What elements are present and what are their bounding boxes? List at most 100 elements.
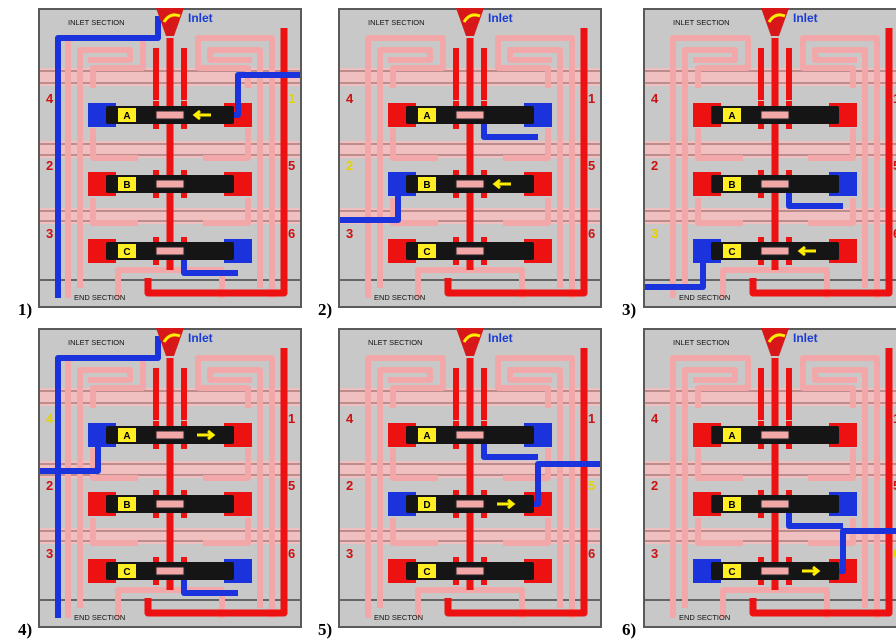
port-number-right: 6 (288, 546, 295, 561)
step-number-label: 5) (318, 620, 332, 640)
valve-label: A (728, 111, 735, 122)
inlet-section-label: INLET SECTION (673, 338, 730, 347)
valve-spool (761, 500, 789, 508)
valve-label: C (423, 567, 430, 578)
valve-spool (156, 247, 184, 255)
port-number-right: 1 (588, 91, 595, 106)
valve-label: B (728, 500, 735, 511)
step-number-label: 1) (18, 300, 32, 320)
port-number-right: 1 (288, 91, 295, 106)
port-number-right: 5 (588, 478, 595, 493)
port-number-right: 5 (288, 158, 295, 173)
port-number-right: 6 (588, 546, 595, 561)
port-number-left: 2 (46, 158, 53, 173)
port-number-left: 4 (651, 91, 659, 106)
end-section-label: END SECTION (74, 613, 125, 622)
valve-label: B (123, 500, 130, 511)
inlet-section-label: INLET SECTION (673, 18, 730, 27)
valve-spool (156, 431, 184, 439)
port-number-left: 3 (651, 546, 658, 561)
port-number-left: 3 (346, 226, 353, 241)
port-number-left: 2 (651, 478, 658, 493)
valve-spool (456, 247, 484, 255)
end-section-label: END SECTION (374, 293, 425, 302)
port-number-left: 4 (346, 411, 354, 426)
valve-spool (456, 567, 484, 575)
port-number-left: 3 (46, 546, 53, 561)
port-number-left: 2 (346, 478, 353, 493)
panel-step-2: A B C InletINLET SECTION END SECTION 4 2 3 1 5 6 (338, 8, 602, 308)
port-number-left: 4 (346, 91, 354, 106)
inlet-section-label: INLET SECTION (68, 18, 125, 27)
port-number-left: 3 (346, 546, 353, 561)
port-number-left: 2 (46, 478, 53, 493)
valve-label: B (728, 180, 735, 191)
valve-spool (156, 180, 184, 188)
inlet-section-label: NLET SECTION (368, 338, 422, 347)
port-number-left: 2 (651, 158, 658, 173)
inlet-label: Inlet (488, 331, 513, 345)
valve-spool (761, 111, 789, 119)
valve-label: A (123, 111, 130, 122)
step-number-label: 4) (18, 620, 32, 640)
port-number-right: 6 (288, 226, 295, 241)
valve-schematic: A B C InletINLET SECTION END SECTION 4 2 3 1 5 6 (338, 8, 602, 308)
valve-label: D (423, 500, 430, 511)
valve-label: A (123, 431, 130, 442)
valve-spool (761, 180, 789, 188)
inlet-label: Inlet (188, 331, 213, 345)
inlet-section-label: INLET SECTION (68, 338, 125, 347)
port-number-left: 4 (46, 91, 54, 106)
valve-spool (456, 180, 484, 188)
valve-label: A (423, 111, 430, 122)
end-section-label: END SECTION (679, 293, 730, 302)
valve-spool (156, 567, 184, 575)
valve-label: B (423, 180, 430, 191)
valve-label: B (123, 180, 130, 191)
step-number-label: 6) (622, 620, 636, 640)
valve-spool (761, 431, 789, 439)
port-number-right: 1 (588, 411, 595, 426)
valve-spool (456, 500, 484, 508)
valve-spool (456, 431, 484, 439)
valve-spool (156, 111, 184, 119)
inlet-label: Inlet (188, 11, 213, 25)
end-section-label: END SECTON (374, 613, 423, 622)
valve-spool (761, 247, 789, 255)
valve-label: C (123, 247, 130, 258)
port-number-right: 1 (288, 411, 295, 426)
valve-label: C (728, 567, 735, 578)
valve-label: A (423, 431, 430, 442)
port-number-left: 4 (651, 411, 659, 426)
port-number-right: 6 (588, 226, 595, 241)
valve-label: A (728, 431, 735, 442)
port-number-right: 5 (288, 478, 295, 493)
valve-spool (156, 500, 184, 508)
inlet-label: Inlet (488, 11, 513, 25)
step-number-label: 2) (318, 300, 332, 320)
inlet-label: Inlet (793, 331, 818, 345)
end-section-label: END SECTION (679, 613, 730, 622)
step-number-label: 3) (622, 300, 636, 320)
port-number-left: 2 (346, 158, 353, 173)
valve-spool (456, 111, 484, 119)
port-number-left: 3 (651, 226, 658, 241)
valve-label: C (123, 567, 130, 578)
inlet-section-label: INLET SECTION (368, 18, 425, 27)
valve-label: C (728, 247, 735, 258)
valve-spool (761, 567, 789, 575)
valve-label: C (423, 247, 430, 258)
port-number-right: 5 (588, 158, 595, 173)
end-section-label: END SECTION (74, 293, 125, 302)
inlet-label: Inlet (793, 11, 818, 25)
